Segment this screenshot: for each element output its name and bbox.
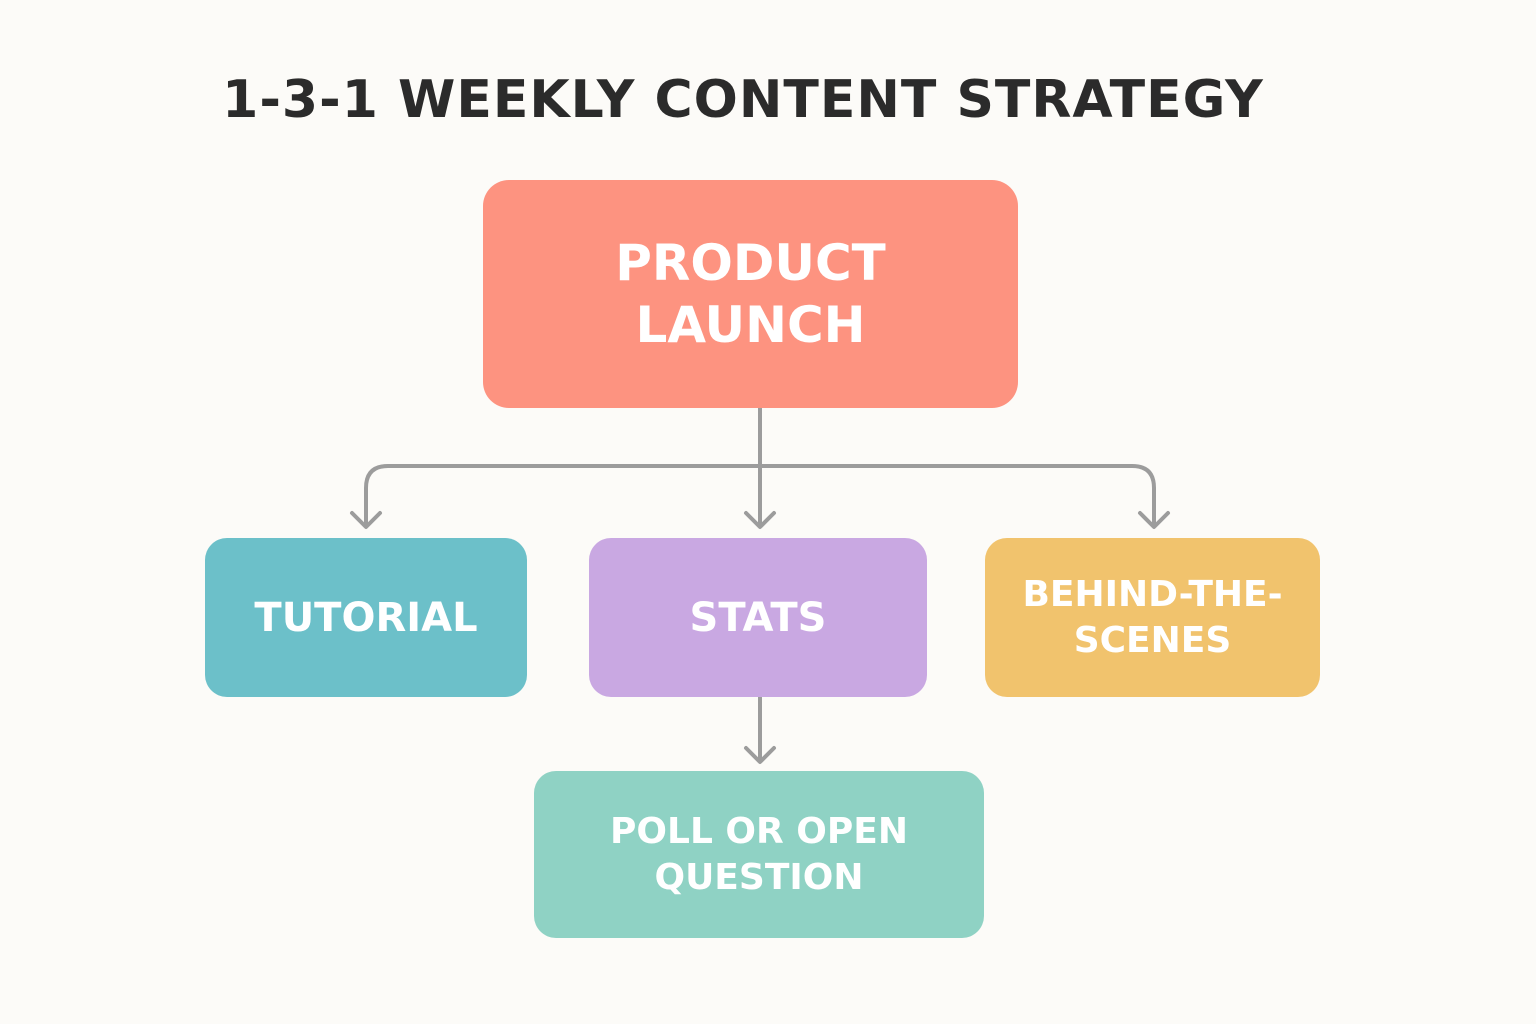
node-behind-the-scenes: BEHIND-THE-SCENES [985, 538, 1320, 697]
node-product-launch: PRODUCT LAUNCH [483, 180, 1018, 408]
node-poll-or-open-question: POLL OR OPEN QUESTION [534, 771, 984, 938]
arrowhead-stats [744, 511, 776, 529]
node-product-launch-label: PRODUCT LAUNCH [615, 234, 886, 354]
diagram-title: 1-3-1 WEEKLY CONTENT STRATEGY [222, 70, 1264, 130]
arrowhead-poll [744, 746, 776, 764]
node-poll-label: POLL OR OPEN QUESTION [610, 810, 908, 898]
arrowhead-tutorial [350, 511, 382, 529]
node-tutorial-label: TUTORIAL [254, 594, 478, 641]
node-tutorial: TUTORIAL [205, 538, 527, 697]
connector-horizontal-bar [364, 464, 1156, 527]
node-behind-the-scenes-label: BEHIND-THE-SCENES [1022, 573, 1283, 661]
node-stats-label: STATS [689, 594, 827, 641]
node-stats: STATS [589, 538, 927, 697]
arrowhead-behind [1138, 511, 1170, 529]
